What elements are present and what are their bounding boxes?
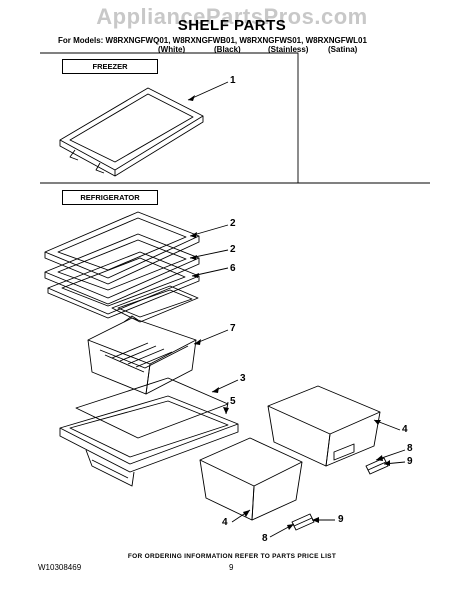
callout-8a: 8 (407, 443, 413, 454)
callout-leaders (187, 81, 406, 538)
deli-drawer (87, 315, 197, 395)
variant-black: (Black) (214, 45, 241, 54)
freezer-shelf (59, 87, 204, 177)
callout-7: 7 (230, 323, 236, 334)
callout-8b: 8 (262, 533, 268, 544)
callout-4a: 4 (402, 424, 408, 435)
shelf-tray (111, 285, 199, 323)
freezer-section-label: FREEZER (62, 59, 158, 74)
crisper-drawer-right (267, 385, 381, 467)
freezer-section-divider (40, 52, 299, 183)
callout-9b: 9 (338, 514, 344, 525)
drawer-slide-right (365, 457, 389, 475)
refrigerator-section-label: REFRIGERATOR (62, 190, 158, 205)
callout-6: 6 (230, 263, 236, 274)
variant-stainless: (Stainless) (268, 45, 309, 54)
callout-1: 1 (230, 75, 236, 86)
watermark: AppliancePartsPros.com (96, 4, 368, 29)
ordering-note: FOR ORDERING INFORMATION REFER TO PARTS … (127, 553, 337, 560)
variant-satina: (Satina) (328, 45, 358, 54)
callout-2a: 2 (230, 218, 236, 229)
drawer-slide-lower (291, 513, 315, 531)
callout-2b: 2 (230, 244, 236, 255)
callout-9a: 9 (407, 456, 413, 467)
glass-shelf-lower (44, 233, 200, 305)
crisper-glass-panel (75, 377, 229, 439)
crisper-cover-frame (59, 395, 239, 487)
page-title: SHELF PARTS (177, 17, 287, 34)
shelf-frame (47, 251, 200, 319)
document-number: W10308469 (38, 563, 82, 572)
page-number: 9 (229, 563, 234, 572)
callout-arrowheads (188, 95, 390, 530)
callout-5: 5 (230, 396, 236, 407)
callout-4b: 4 (222, 517, 228, 528)
model-list: For Models: W8RXNGFWQ01, W8RXNGFWB01, W8… (58, 36, 367, 45)
glass-shelf-upper (44, 211, 200, 285)
crisper-drawer-lower (199, 437, 303, 521)
callout-3: 3 (240, 373, 246, 384)
variant-white: (White) (158, 45, 186, 54)
